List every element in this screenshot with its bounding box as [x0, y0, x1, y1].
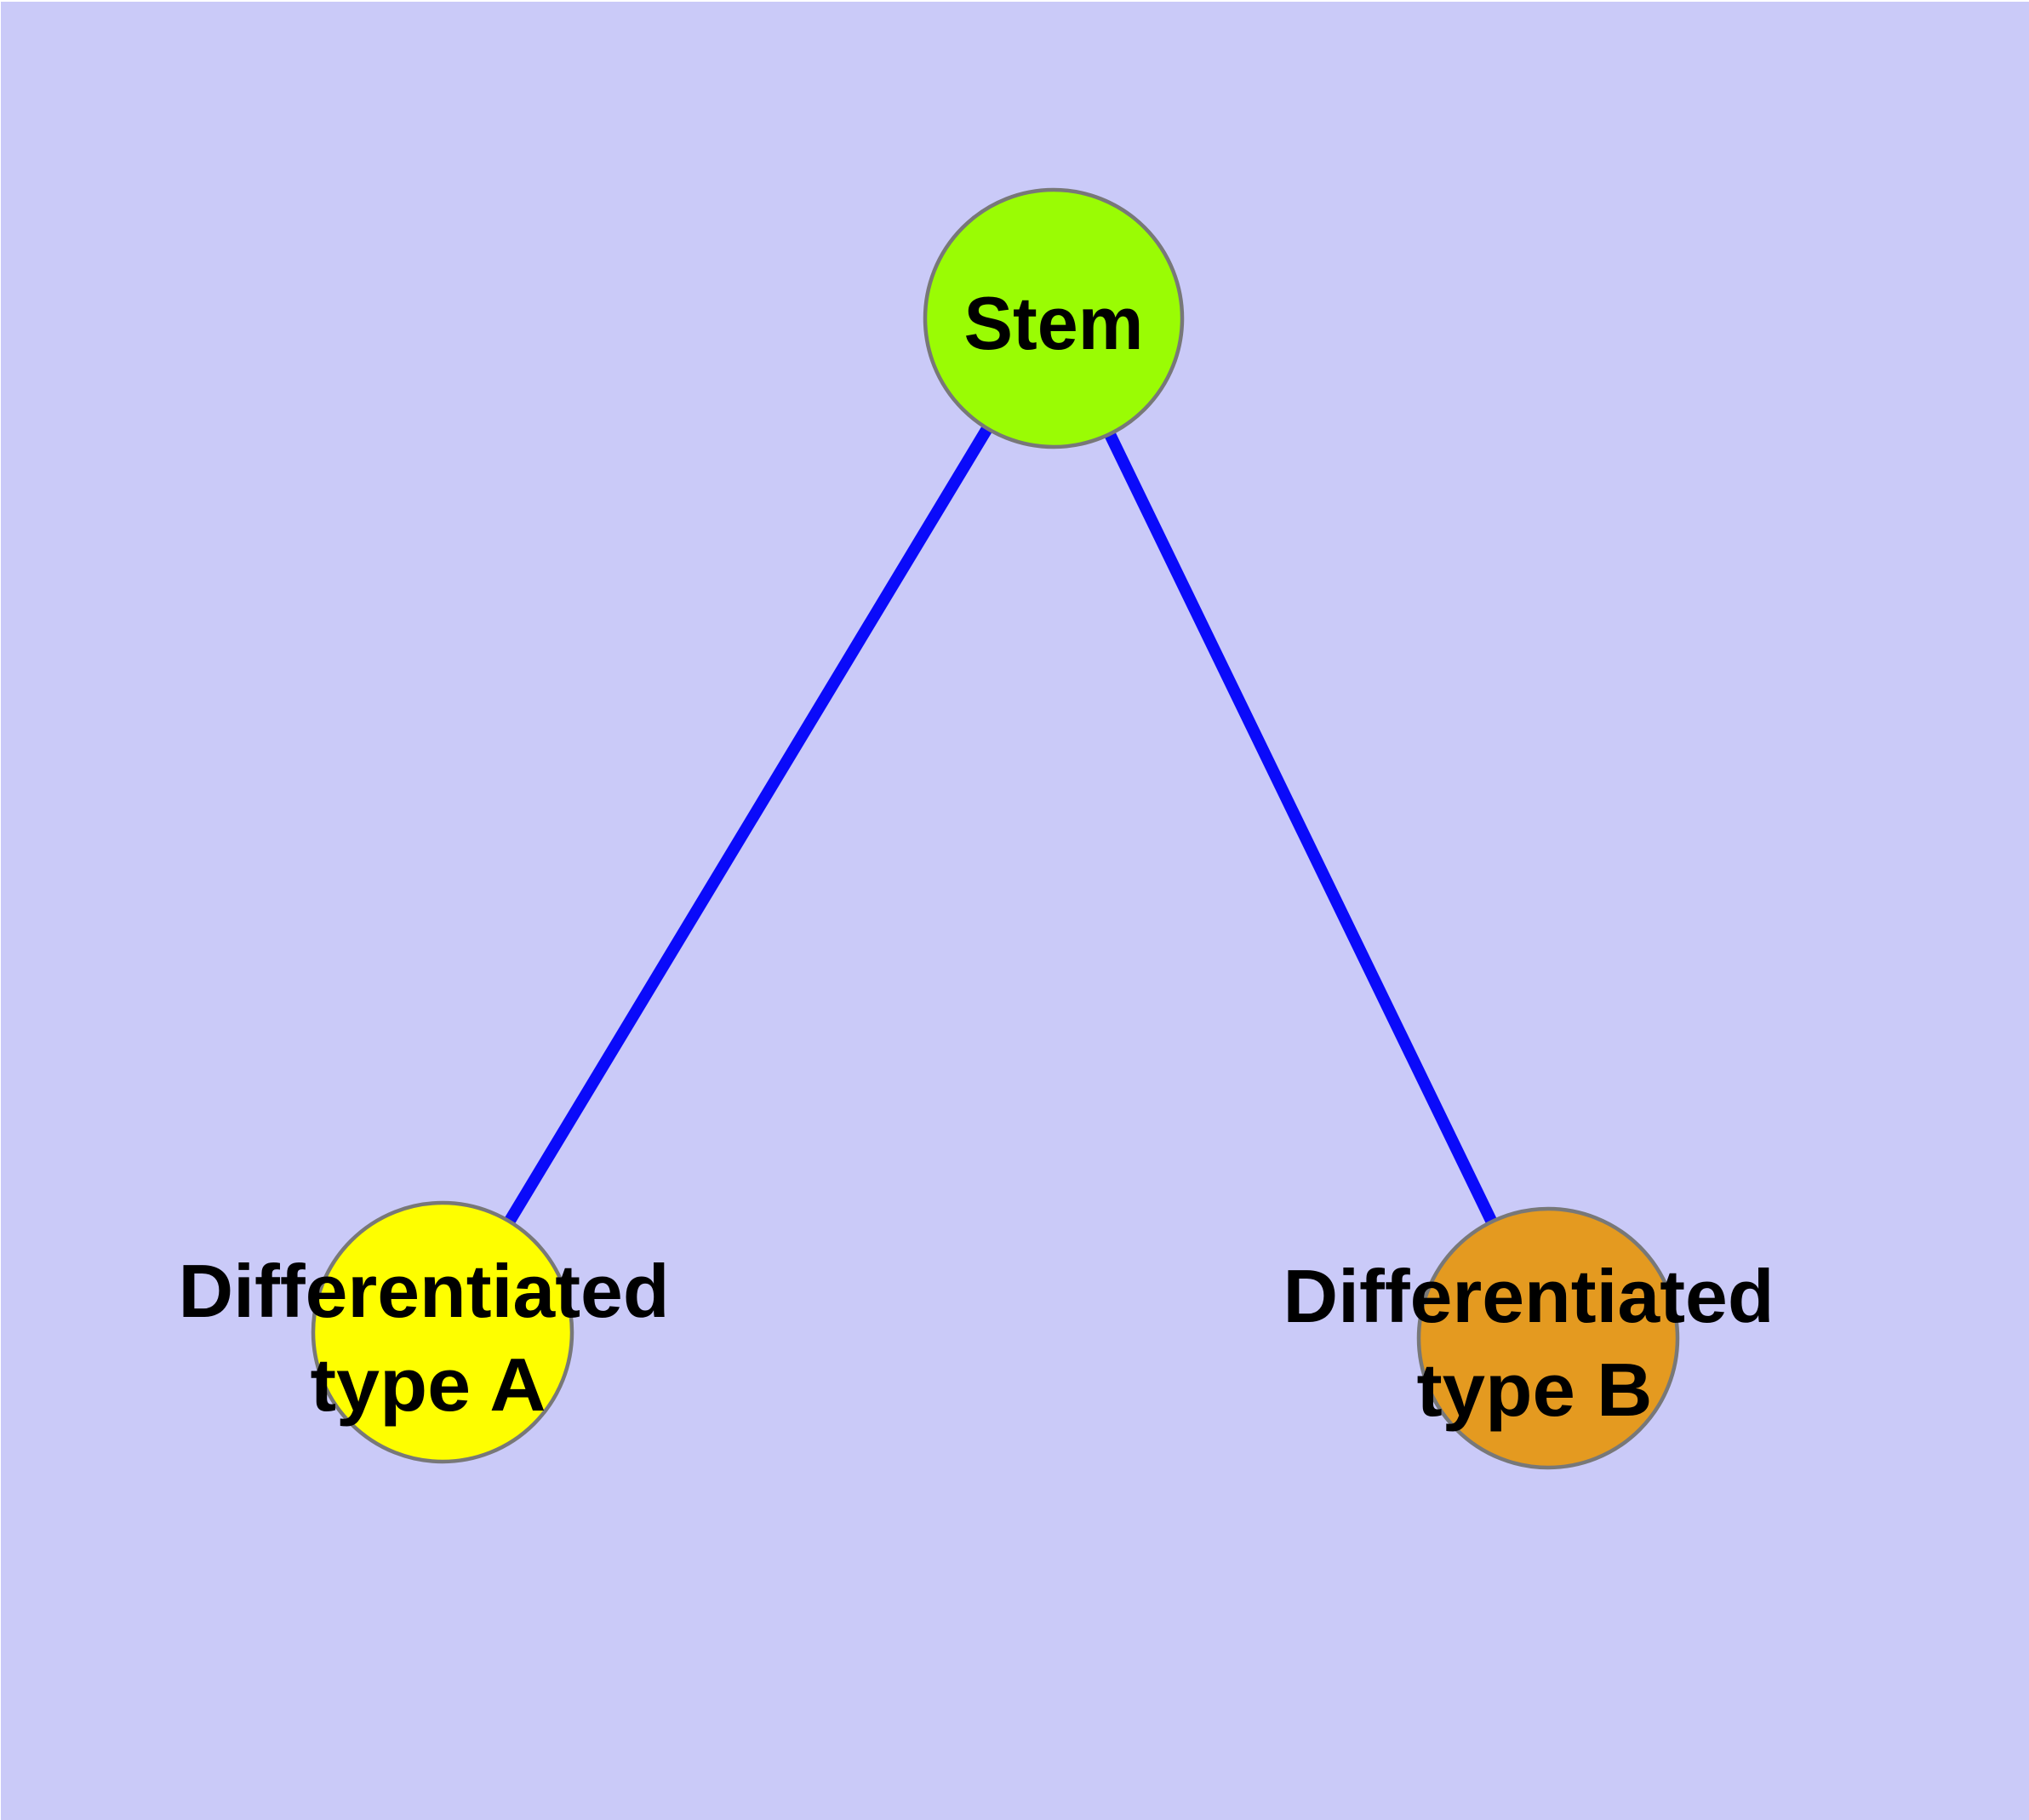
node-group [311, 187, 1680, 1470]
node-differentiated-type-b [1416, 1206, 1680, 1470]
node-stem [923, 187, 1185, 449]
node-type-b-label-line1: Differentiated [1283, 1254, 1775, 1338]
node-type-a-label-line2: type A [311, 1342, 546, 1427]
node-differentiated-type-a [311, 1200, 574, 1464]
node-type-a-label-line1: Differentiated [179, 1249, 670, 1333]
node-type-b-label-line2: type B [1417, 1348, 1653, 1432]
edge-group [437, 315, 1554, 1342]
edge-stem-to-type-b [1048, 315, 1554, 1342]
label-group: Stem Differentiated type A Differentiate… [179, 281, 1775, 1432]
node-stem-label: Stem [964, 281, 1144, 365]
edge-stem-to-type-a [437, 315, 1059, 1336]
